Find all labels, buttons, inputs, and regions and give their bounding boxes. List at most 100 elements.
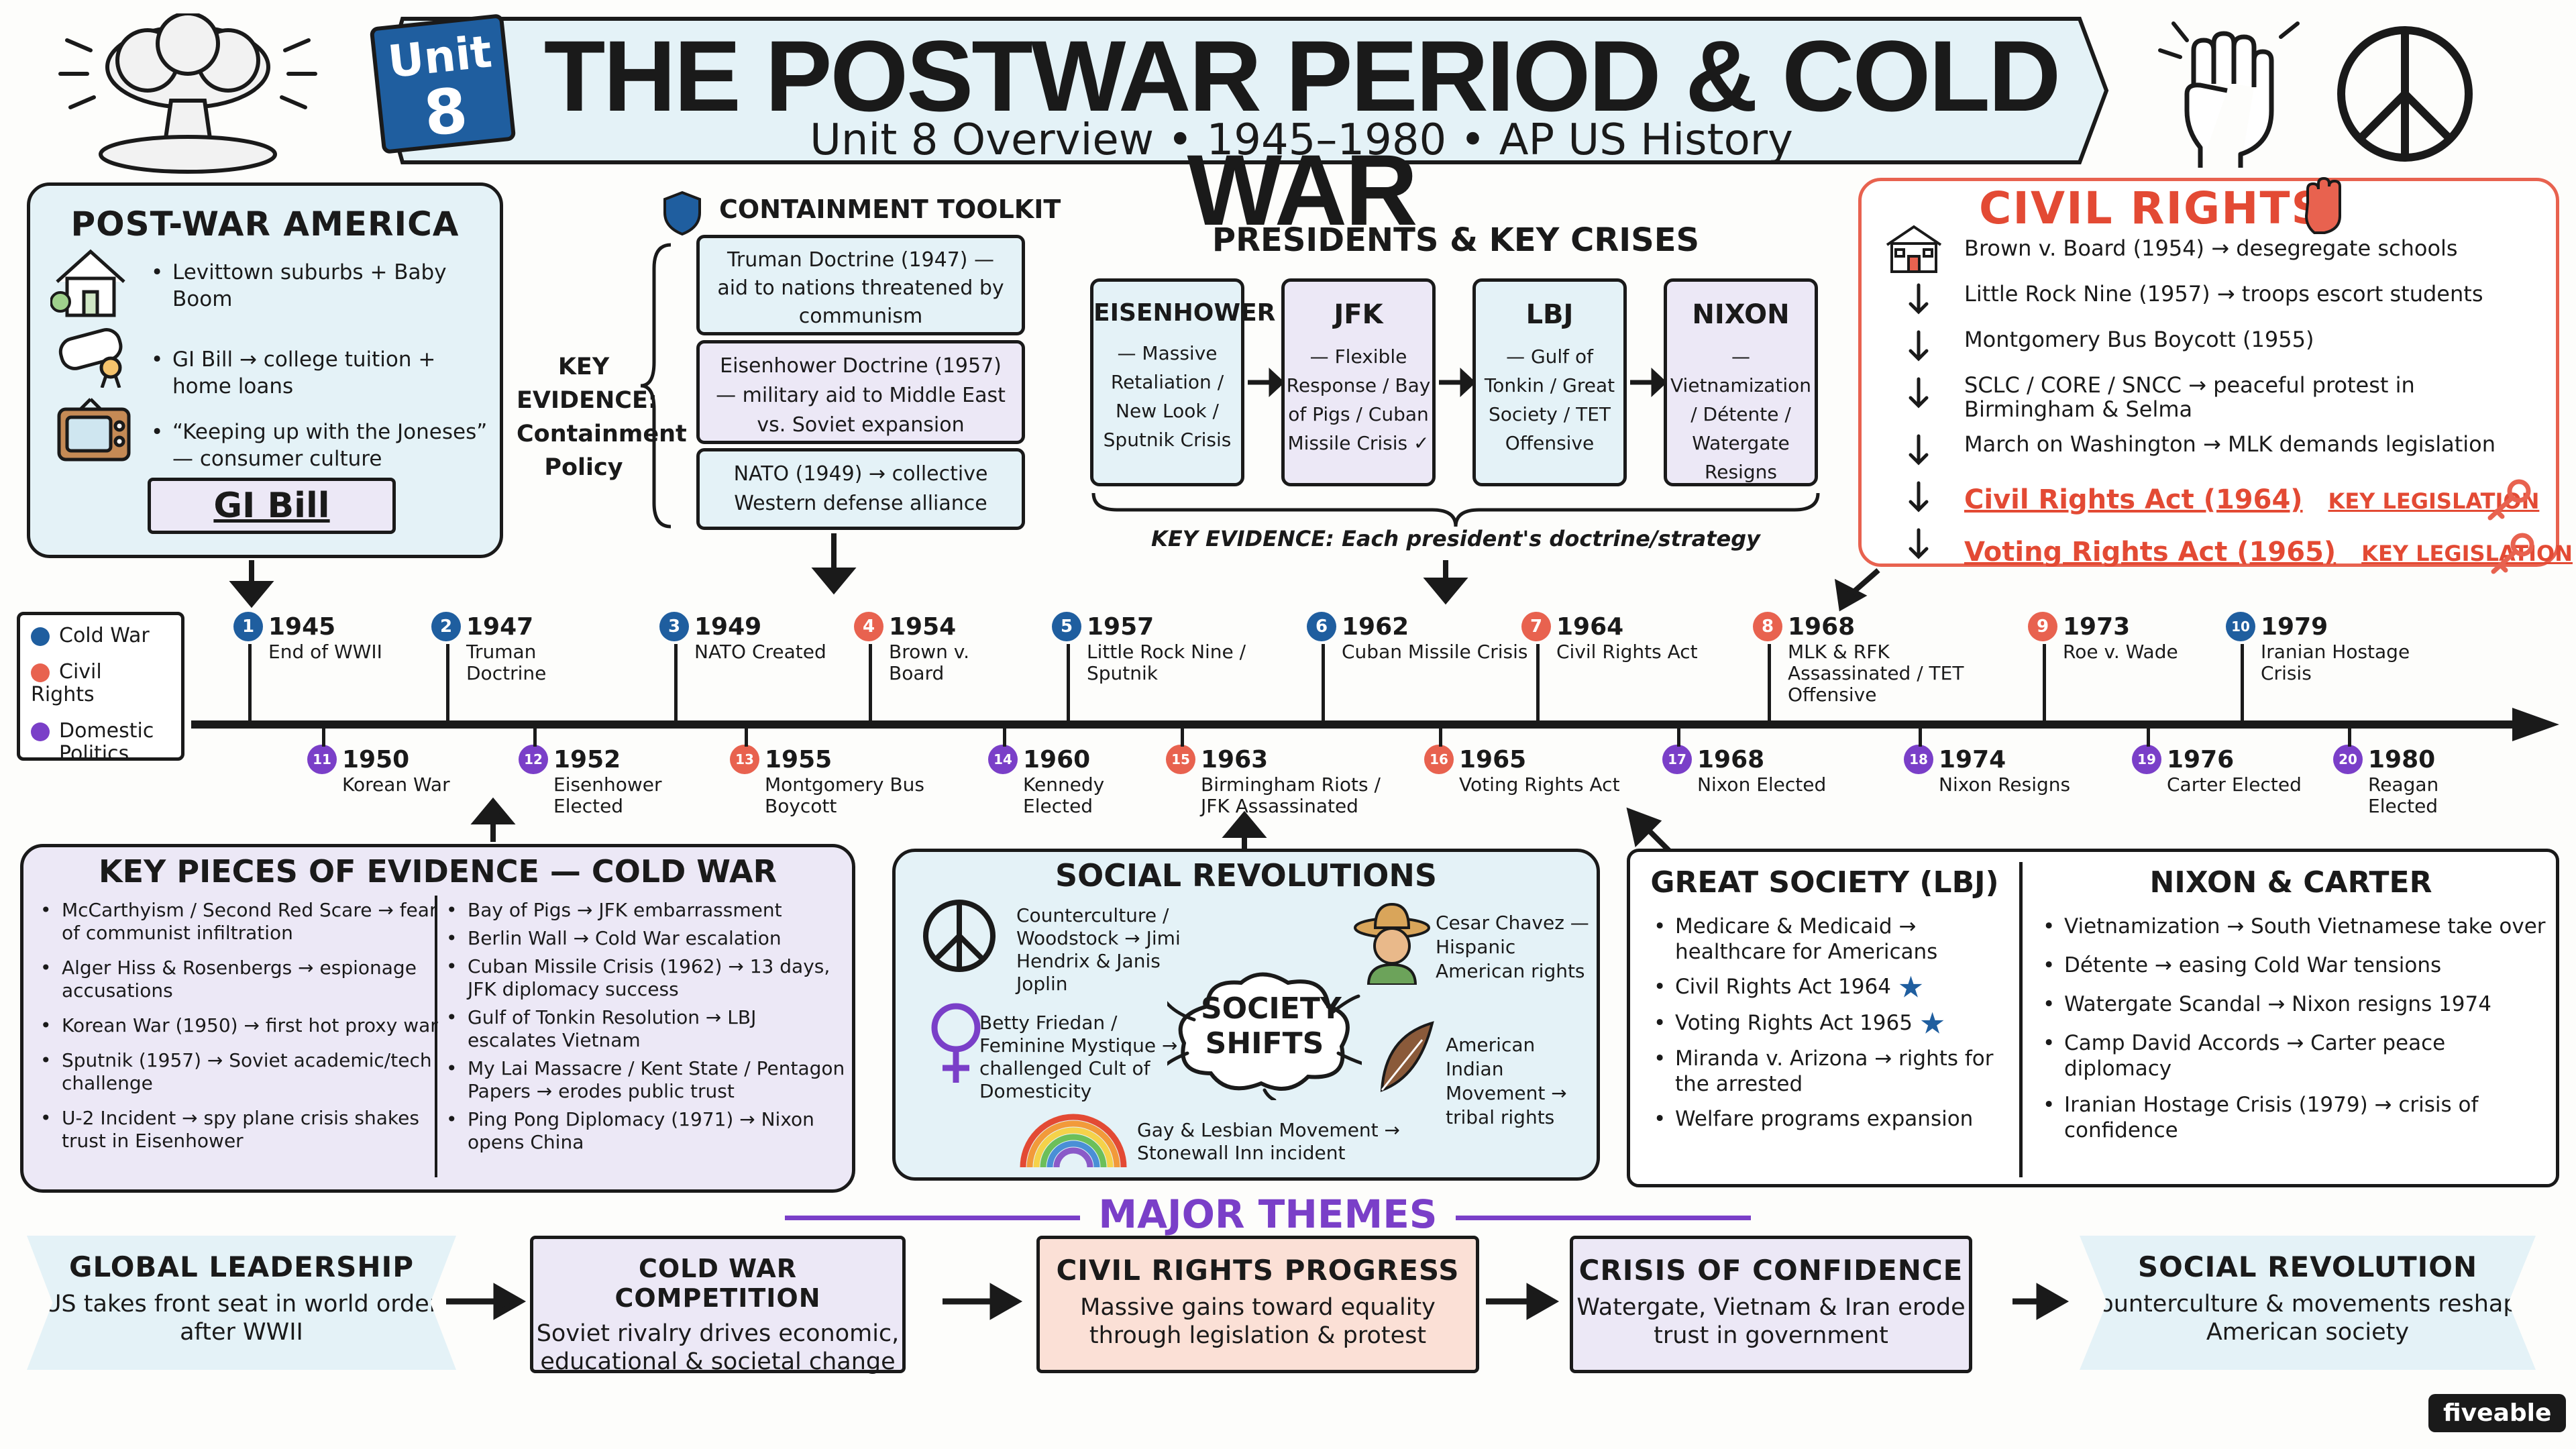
timeline-tick <box>1003 721 1006 747</box>
event-label: Kennedy Elected <box>1023 773 1105 817</box>
evidence-item: U-2 Incident → spy plane crisis shakes t… <box>40 1107 443 1152</box>
legend-dot <box>31 627 50 646</box>
theme-global-leadership: GLOBAL LEADERSHIP US takes front seat in… <box>27 1236 456 1370</box>
timeline-axis <box>191 708 2559 741</box>
key-legislation-tag: KEY LEGISLATION <box>2361 541 2573 566</box>
timeline-tick <box>248 644 252 721</box>
event-label: Korean War <box>342 773 450 796</box>
theme-cold-war: COLD WAR COMPETITION Soviet rivalry driv… <box>530 1236 906 1375</box>
timeline-tick <box>1919 721 1922 747</box>
president-name: LBJ <box>1525 299 1574 330</box>
timeline-tick <box>1677 721 1680 747</box>
event-label: Montgomery Bus Boycott <box>765 773 924 817</box>
cr-item-montgomery: Montgomery Bus Boycott (1955) <box>1964 327 2314 352</box>
event-year: 1968 <box>1788 612 1856 641</box>
civil-rights-panel <box>1858 178 2559 567</box>
event-label: Brown v. Board <box>889 641 970 684</box>
presidents-brace <box>1091 492 1820 527</box>
theme-social-revolution: SOCIAL REVOLUTION Counterculture & movem… <box>2080 1236 2536 1370</box>
president-lbj: LBJ — Gulf of Tonkin / Great Society / T… <box>1472 278 1627 486</box>
social-item-chavez: Cesar Chavez — Hispanic American rights <box>1436 912 1589 982</box>
gi-bill-badge: GI Bill <box>148 478 396 534</box>
containment-side-label: KEY EVIDENCE: Containment Policy <box>517 354 687 481</box>
event-number-badge: 5 <box>1052 612 1081 641</box>
evidence-item: Ping Pong Diplomacy (1971) → Nixon opens… <box>446 1108 849 1154</box>
event-number-badge: 17 <box>1662 745 1692 774</box>
containment-brace <box>640 243 672 529</box>
president-name: NIXON <box>1692 299 1790 330</box>
event-number-badge: 3 <box>659 612 689 641</box>
event-year: 1973 <box>2063 612 2131 641</box>
theme-title: CIVIL RIGHTS PROGRESS <box>1056 1254 1460 1287</box>
great-society-list: Medicare & Medicaid → healthcare for Ame… <box>1654 914 2016 1141</box>
social-item-aim: American Indian Movement → tribal rights <box>1446 1034 1567 1128</box>
timeline-tick <box>1067 644 1070 721</box>
cr-key-label: Civil Rights Act (1964) <box>1964 484 2303 515</box>
diploma-icon <box>58 328 123 388</box>
female-symbol-icon <box>931 1003 981 1083</box>
timeline-tick <box>2241 644 2244 721</box>
timeline-tick <box>674 644 678 721</box>
event-year: 1976 <box>2167 745 2235 773</box>
event-year: 1960 <box>1023 745 1091 773</box>
nc-item: Vietnamization → South Vietnamese take o… <box>2043 914 2546 939</box>
gs-item: Civil Rights Act 1964 ★ <box>1654 973 2016 1002</box>
key-icon <box>2487 479 2531 521</box>
containment-box-truman: Truman Doctrine (1947) — aid to nations … <box>696 235 1025 335</box>
event-label: Reagan Elected <box>2368 773 2439 817</box>
event-label: Birmingham Riots / JFK Assassinated <box>1201 773 1381 817</box>
evidence-title: KEY PIECES OF EVIDENCE — COLD WAR <box>98 853 777 890</box>
evidence-divider <box>435 896 437 1177</box>
tv-icon <box>57 398 131 462</box>
nc-item: Watergate Scandal → Nixon resigns 1974 <box>2043 991 2546 1017</box>
president-jfk: JFK — Flexible Response / Bay of Pigs / … <box>1281 278 1436 486</box>
containment-title: CONTAINMENT TOOLKIT <box>719 195 1061 224</box>
event-year: 1974 <box>1939 745 2006 773</box>
event-label: Truman Doctrine <box>466 641 547 684</box>
timeline-tick <box>322 721 325 747</box>
postwar-item: GI Bill → college tuition + home loans <box>151 346 493 400</box>
gs-item: Miranda v. Arizona → rights for the arre… <box>1654 1046 2016 1097</box>
legend-item-civil-rights: Civil Rights <box>31 661 170 706</box>
event-number-badge: 2 <box>431 612 461 641</box>
timeline-tick <box>2348 721 2351 747</box>
social-item-feminism: Betty Friedan / Feminine Mystique → chal… <box>979 1012 1178 1102</box>
event-year: 1980 <box>2368 745 2436 773</box>
presidents-arrows <box>1248 367 1667 398</box>
gs-item: Welfare programs expansion <box>1654 1106 2016 1132</box>
cr-key-label: Voting Rights Act (1965) <box>1964 537 2337 568</box>
event-year: 1952 <box>553 745 621 773</box>
event-year: 1955 <box>765 745 833 773</box>
event-number-badge: 19 <box>2132 745 2161 774</box>
timeline-tick <box>1322 644 1325 721</box>
civil-rights-list: Brown v. Board (1954) → desegregate scho… <box>1964 236 2541 478</box>
legend-item-cold-war: Cold War <box>31 625 170 647</box>
themes-rule-left <box>785 1216 1080 1220</box>
theme-crisis-confidence: CRISIS OF CONFIDENCE Watergate, Vietnam … <box>1570 1236 1972 1373</box>
timeline-tick <box>1536 644 1540 721</box>
event-number-badge: 4 <box>854 612 883 641</box>
fiveable-logo: fiveable <box>2428 1394 2567 1432</box>
event-label: Nixon Elected <box>1697 773 1827 796</box>
gs-item: Medicare & Medicaid → healthcare for Ame… <box>1654 914 2016 965</box>
theme-title: SOCIAL REVOLUTION <box>2137 1250 2478 1283</box>
evidence-item: Korean War (1950) → first hot proxy war <box>40 1014 443 1037</box>
event-year: 1962 <box>1342 612 1409 641</box>
evidence-left-list: McCarthyism / Second Red Scare → fear of… <box>40 899 443 1162</box>
schoolhouse-icon <box>1886 225 1942 273</box>
event-number-badge: 6 <box>1307 612 1336 641</box>
president-desc: — Flexible Response / Bay of Pigs / Cuba… <box>1286 345 1431 454</box>
evidence-item: McCarthyism / Second Red Scare → fear of… <box>40 899 443 945</box>
timeline-tick <box>1768 644 1771 721</box>
event-year: 1968 <box>1697 745 1765 773</box>
timeline-tick <box>1181 721 1184 747</box>
event-number-badge: 12 <box>519 745 548 774</box>
page-title: THE POSTWAR PERIOD & COLD WAR <box>543 19 2061 246</box>
society-shifts-label: SOCIETY SHIFTS <box>1201 991 1342 1061</box>
gs-item: Voting Rights Act 1965 ★ <box>1654 1009 2016 1038</box>
social-item-counterculture: Counterculture / Woodstock → Jimi Hendri… <box>1016 904 1181 995</box>
